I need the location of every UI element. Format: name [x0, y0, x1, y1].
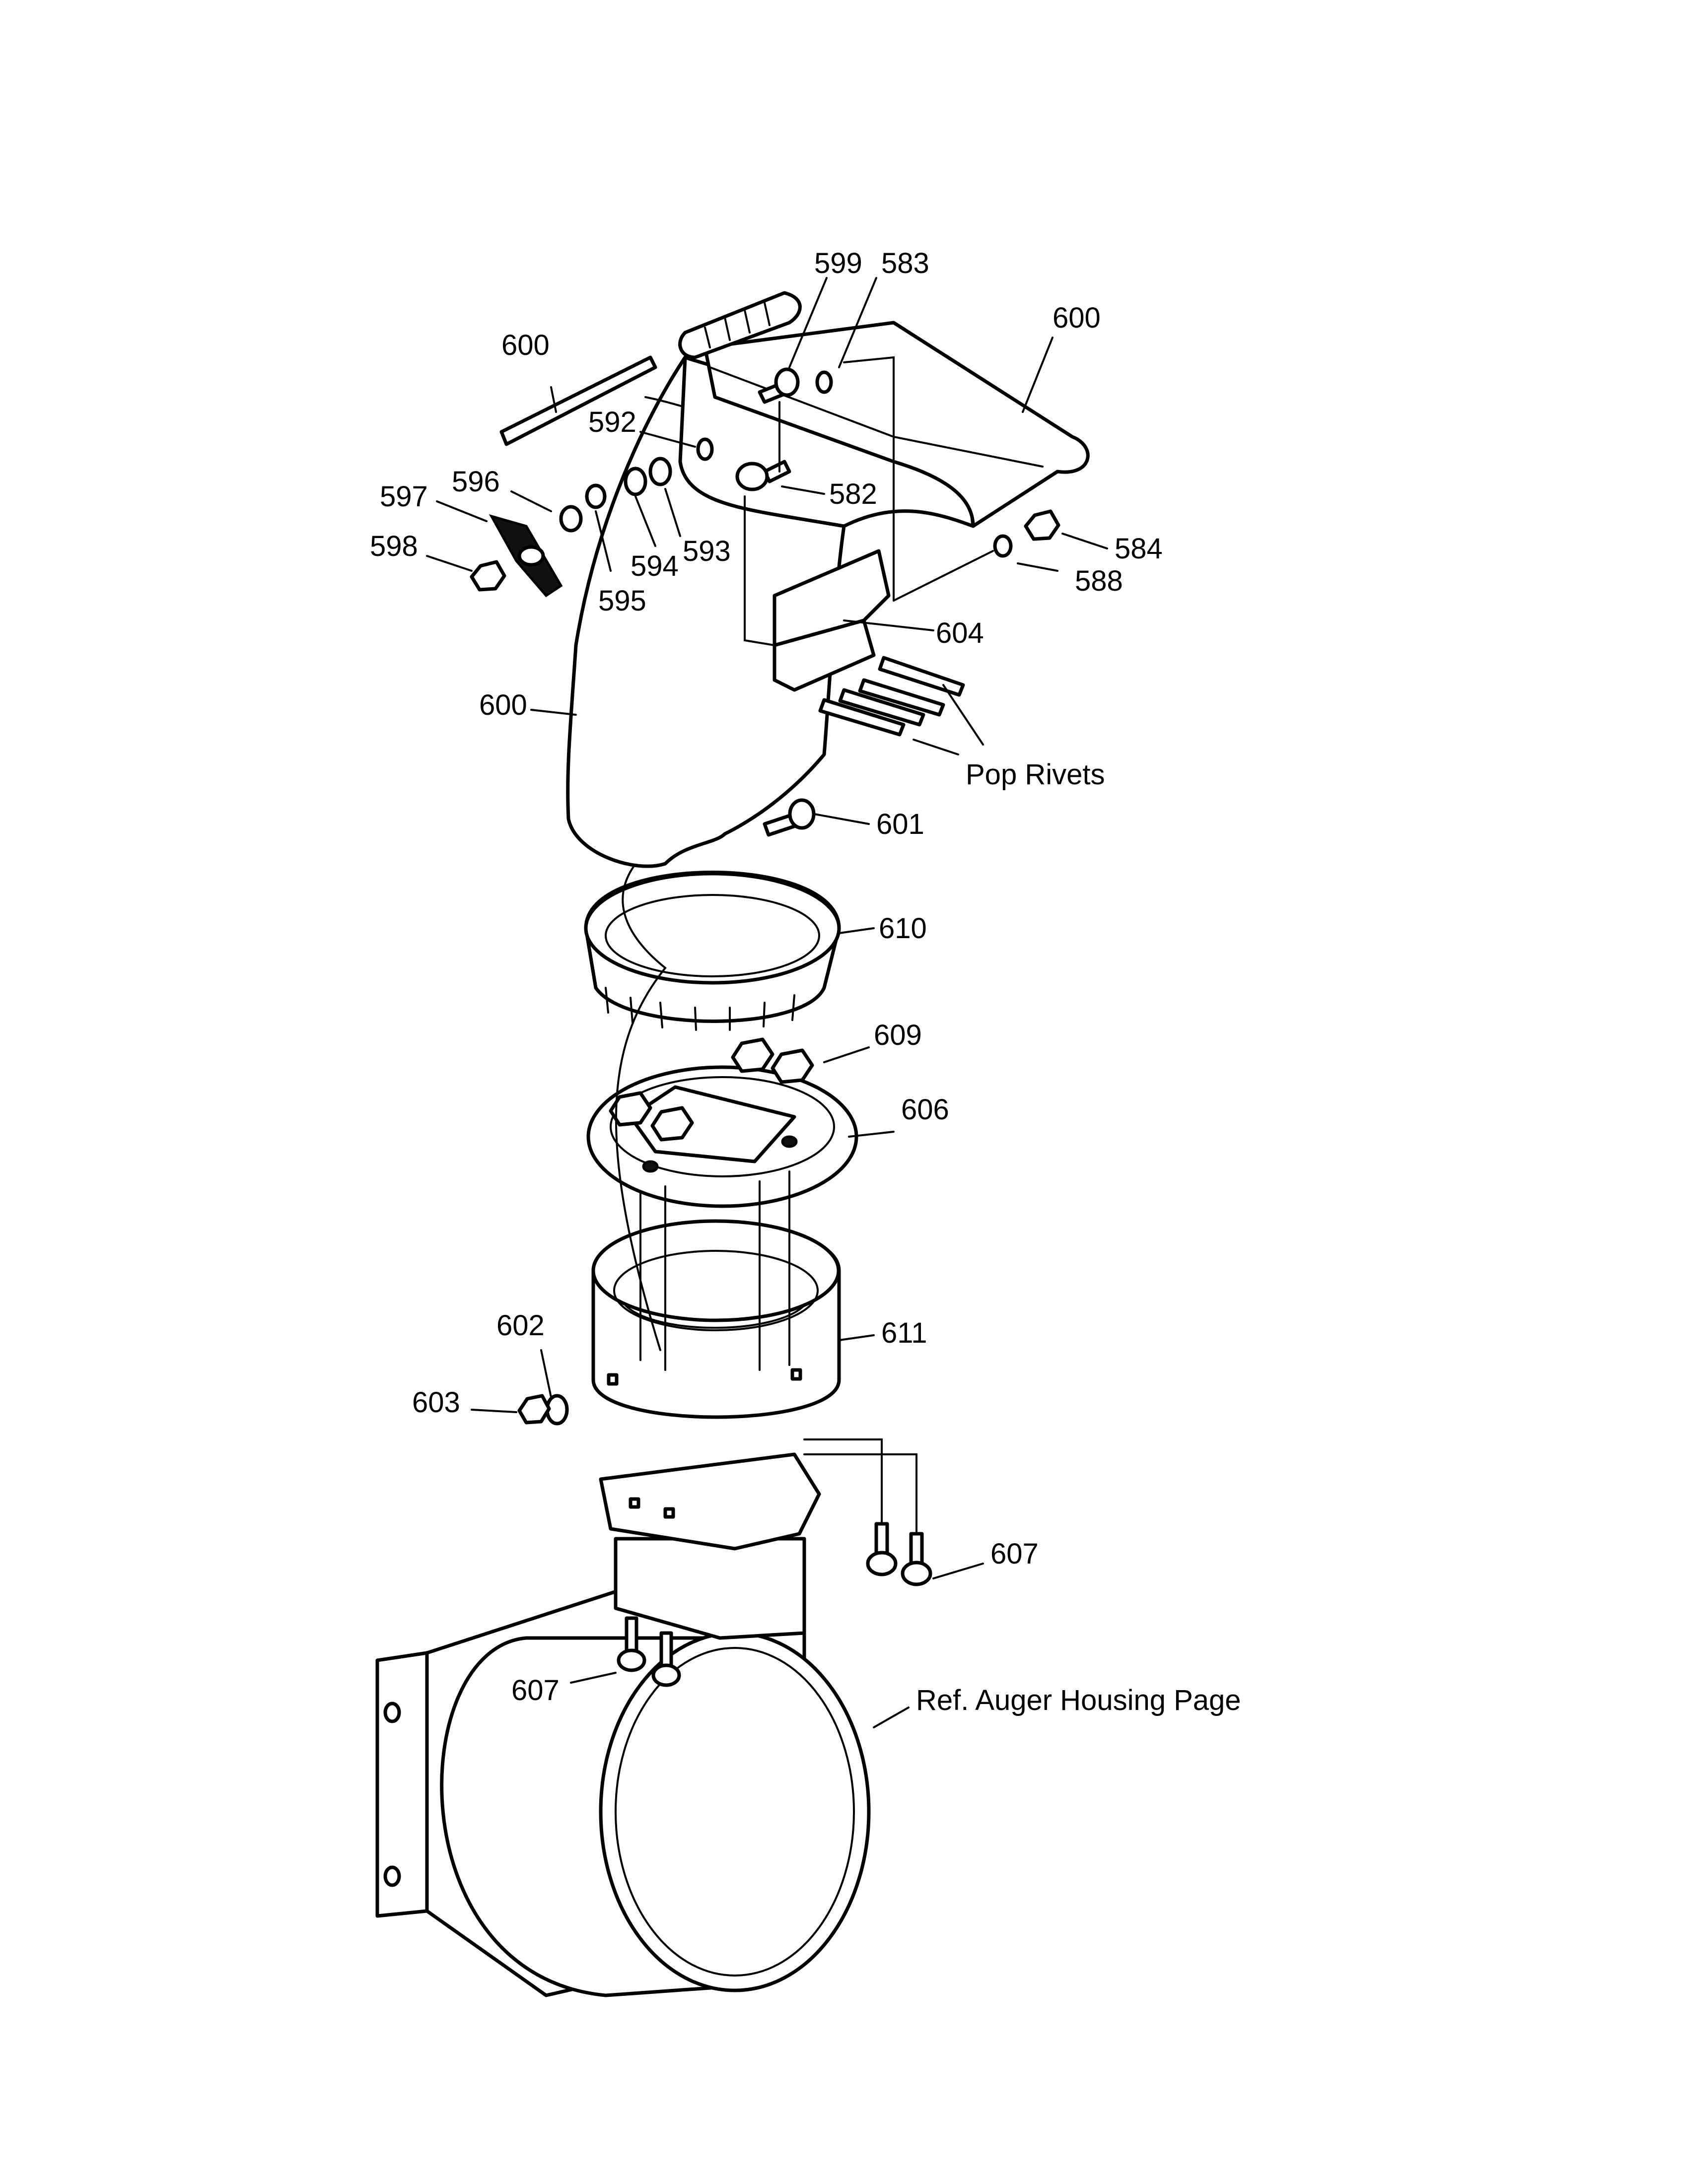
callout-610: 610	[879, 912, 927, 945]
bracket-604	[773, 549, 891, 692]
callout-611: 611	[881, 1317, 927, 1349]
washer-594	[624, 467, 647, 496]
callout-606: 606	[901, 1093, 949, 1126]
callout-593: 593	[683, 535, 731, 567]
callout-595: 595	[598, 585, 646, 617]
auger-housing	[375, 1586, 871, 1997]
washer-596	[559, 505, 583, 533]
callout-596: 596	[452, 466, 500, 498]
bolt-607-left-b	[651, 1631, 681, 1687]
callout-599: 599	[814, 247, 862, 279]
washer-583	[815, 370, 833, 394]
washer-593	[648, 457, 672, 486]
callout-pop-rivets: Pop Rivets	[966, 758, 1105, 791]
callout-607-right: 607	[990, 1538, 1039, 1570]
carriage-bolt-582	[735, 460, 791, 491]
callout-600-chute: 600	[479, 689, 527, 721]
nut-603	[517, 1394, 551, 1425]
callout-583: 583	[881, 247, 929, 279]
washer-592	[696, 437, 714, 461]
callout-594: 594	[631, 550, 679, 582]
callout-582: 582	[829, 478, 877, 510]
bolt-599	[758, 367, 800, 404]
callout-597: 597	[380, 480, 428, 513]
callout-588: 588	[1075, 565, 1123, 597]
callout-601: 601	[876, 808, 924, 840]
upper-plate-606	[586, 1065, 858, 1208]
nut-609-a	[609, 1091, 652, 1127]
chute-mount-plate	[599, 1452, 821, 1640]
callout-604: 604	[936, 617, 984, 649]
callout-592: 592	[588, 406, 636, 438]
chute-ring-610	[584, 871, 841, 1031]
nut-609-c	[731, 1037, 774, 1073]
callout-602: 602	[496, 1309, 545, 1342]
nut-598	[470, 560, 506, 592]
bolt-607-right-a	[866, 1522, 898, 1576]
leader-lines	[426, 277, 1108, 1728]
hinge	[678, 291, 802, 359]
bolt-607-right-b	[901, 1532, 932, 1586]
nut-584	[1024, 509, 1060, 541]
callout-609: 609	[874, 1019, 922, 1051]
pop-rivets	[818, 656, 965, 737]
washer-595	[585, 483, 607, 509]
callout-600-deflector: 600	[1053, 302, 1101, 334]
callout-603: 603	[412, 1386, 460, 1419]
nut-609-d	[771, 1048, 814, 1084]
nut-609-b	[650, 1106, 694, 1142]
knob-597	[489, 514, 563, 598]
rod-600	[499, 355, 657, 446]
callout-ref-auger-housing: Ref. Auger Housing Page	[916, 1684, 1241, 1716]
washer-588	[993, 534, 1013, 558]
callout-600-rod: 600	[501, 329, 550, 361]
callout-584: 584	[1115, 533, 1163, 565]
bolt-607-left-a	[617, 1616, 646, 1672]
chute-ring-611	[591, 1219, 841, 1419]
callout-607-left: 607	[511, 1674, 560, 1706]
callout-598: 598	[370, 530, 418, 562]
